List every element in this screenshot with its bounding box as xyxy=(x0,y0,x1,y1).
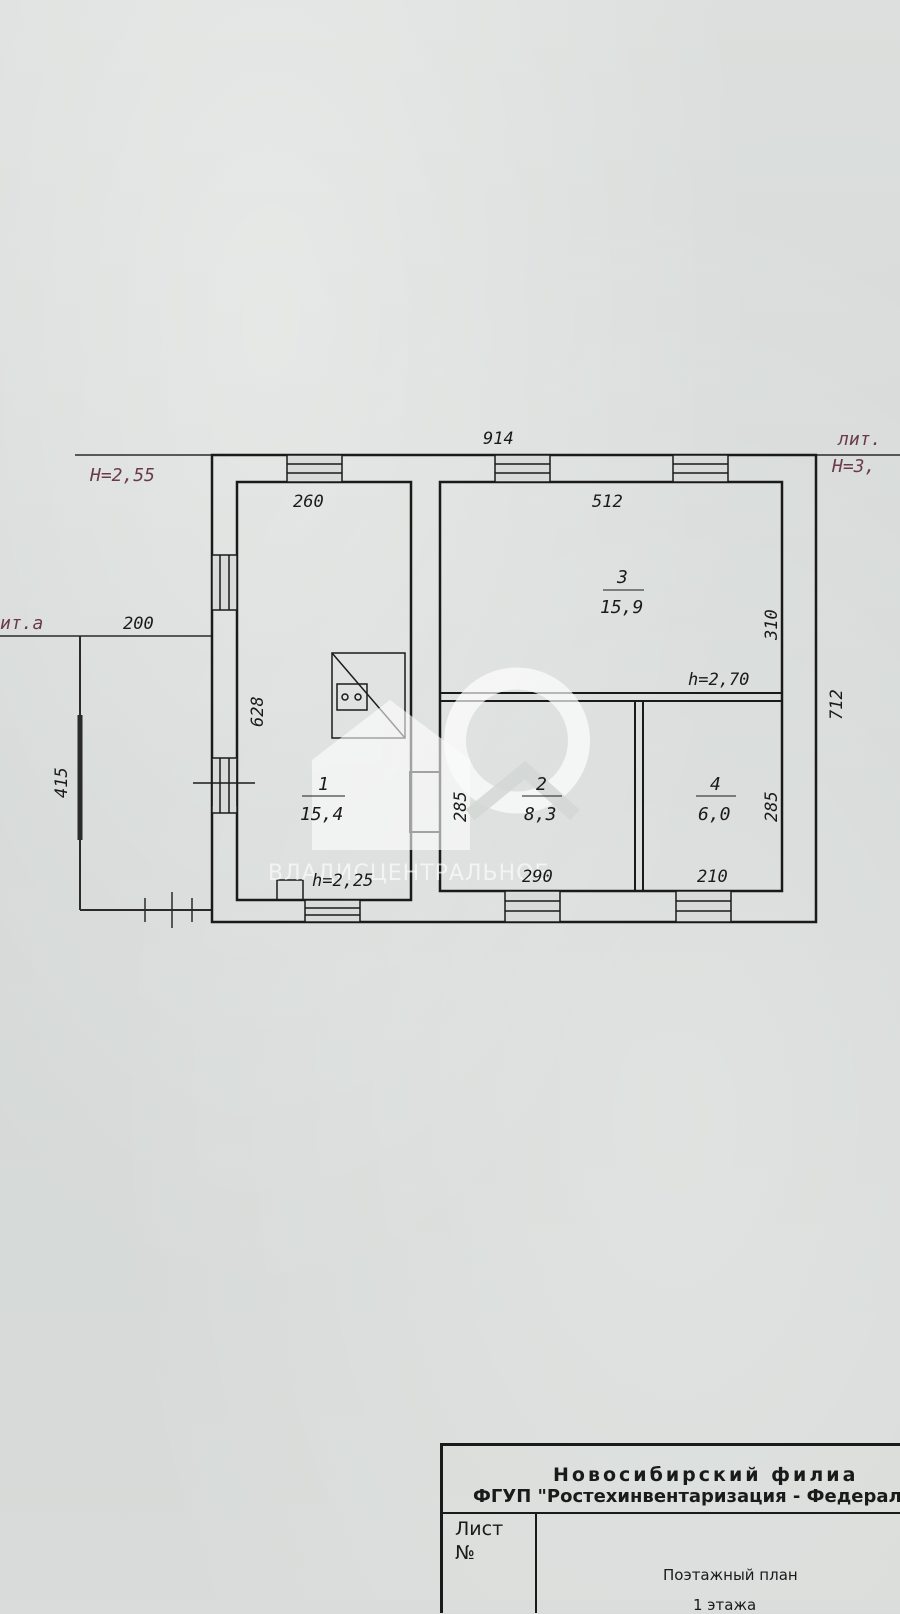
fixture-room1 xyxy=(276,879,304,901)
title-block-column-divider xyxy=(535,1512,537,1613)
dim-h-room1: h=2,25 xyxy=(312,871,373,891)
plan-title: Поэтажный план xyxy=(663,1566,798,1584)
title-block-divider xyxy=(443,1512,900,1514)
window-top-room3-left xyxy=(494,454,551,483)
window-bottom-room2 xyxy=(504,890,561,923)
window-bottom-room1 xyxy=(304,899,361,923)
dim-extension-height: 415 xyxy=(52,767,72,798)
svg-text:6,0: 6,0 xyxy=(698,804,731,825)
height-right: H=3, xyxy=(831,456,875,477)
number-label: № xyxy=(455,1542,475,1564)
svg-text:15,9: 15,9 xyxy=(600,597,643,618)
svg-text:2: 2 xyxy=(536,774,547,795)
watermark-text: ВЛАДИСЦЕНТРАЛЬНОЕ xyxy=(268,861,549,886)
dim-h-inner: h=2,70 xyxy=(688,670,749,690)
window-top-room3-right xyxy=(672,454,729,483)
org-name-line2: ФГУП "Ростехинвентаризация - Федерал xyxy=(473,1486,900,1507)
dim-room4-width: 210 xyxy=(697,867,728,887)
lit-right-label: лит. xyxy=(837,429,881,450)
dim-total-depth: 712 xyxy=(827,689,847,720)
dim-extension-width: 200 xyxy=(123,614,154,634)
extension-lit-a xyxy=(0,635,212,928)
stove-hob xyxy=(336,683,368,711)
right-block-inner-outline xyxy=(438,480,784,893)
title-block: Новосибирский филиа ФГУП "Ростехинвентар… xyxy=(440,1443,900,1614)
dim-room1-length: 628 xyxy=(248,696,268,727)
room-2-label: 2 8,3 xyxy=(522,774,562,825)
svg-text:8,3: 8,3 xyxy=(524,804,557,825)
svg-text:3: 3 xyxy=(616,567,628,588)
dim-room1-width: 260 xyxy=(293,492,324,512)
svg-text:15,4: 15,4 xyxy=(300,804,343,825)
sheet-label: Лист xyxy=(455,1518,504,1540)
watermark-logo: ВЛАДИСЦЕНТРАЛЬНОЕ xyxy=(268,667,590,886)
room-3-label: 3 15,9 xyxy=(600,567,644,618)
room-1-label: 1 15,4 xyxy=(300,774,345,825)
org-name-line1: Новосибирский филиа xyxy=(553,1464,859,1486)
svg-text:1: 1 xyxy=(318,774,329,795)
height-left: H=2,55 xyxy=(89,465,155,486)
window-top-room1 xyxy=(286,454,343,483)
dim-room3-depth: 310 xyxy=(762,609,782,641)
entrance-marker xyxy=(193,760,255,806)
dim-room2-width: 290 xyxy=(522,867,553,887)
lit-left-label: ит.а xyxy=(0,613,43,634)
dim-room4-depth: 285 xyxy=(762,791,782,822)
room-4-label: 4 6,0 xyxy=(696,774,736,825)
windows xyxy=(211,454,732,923)
window-left-room1-lower xyxy=(211,757,238,814)
dim-overall-width: 914 xyxy=(483,429,514,449)
dim-room2-depth: 285 xyxy=(451,791,471,822)
svg-text:4: 4 xyxy=(710,774,721,795)
window-left-room1 xyxy=(211,554,238,611)
window-bottom-room4 xyxy=(675,890,732,923)
dim-room3-width: 512 xyxy=(592,492,623,512)
floor-label: 1 этажа xyxy=(693,1596,757,1614)
